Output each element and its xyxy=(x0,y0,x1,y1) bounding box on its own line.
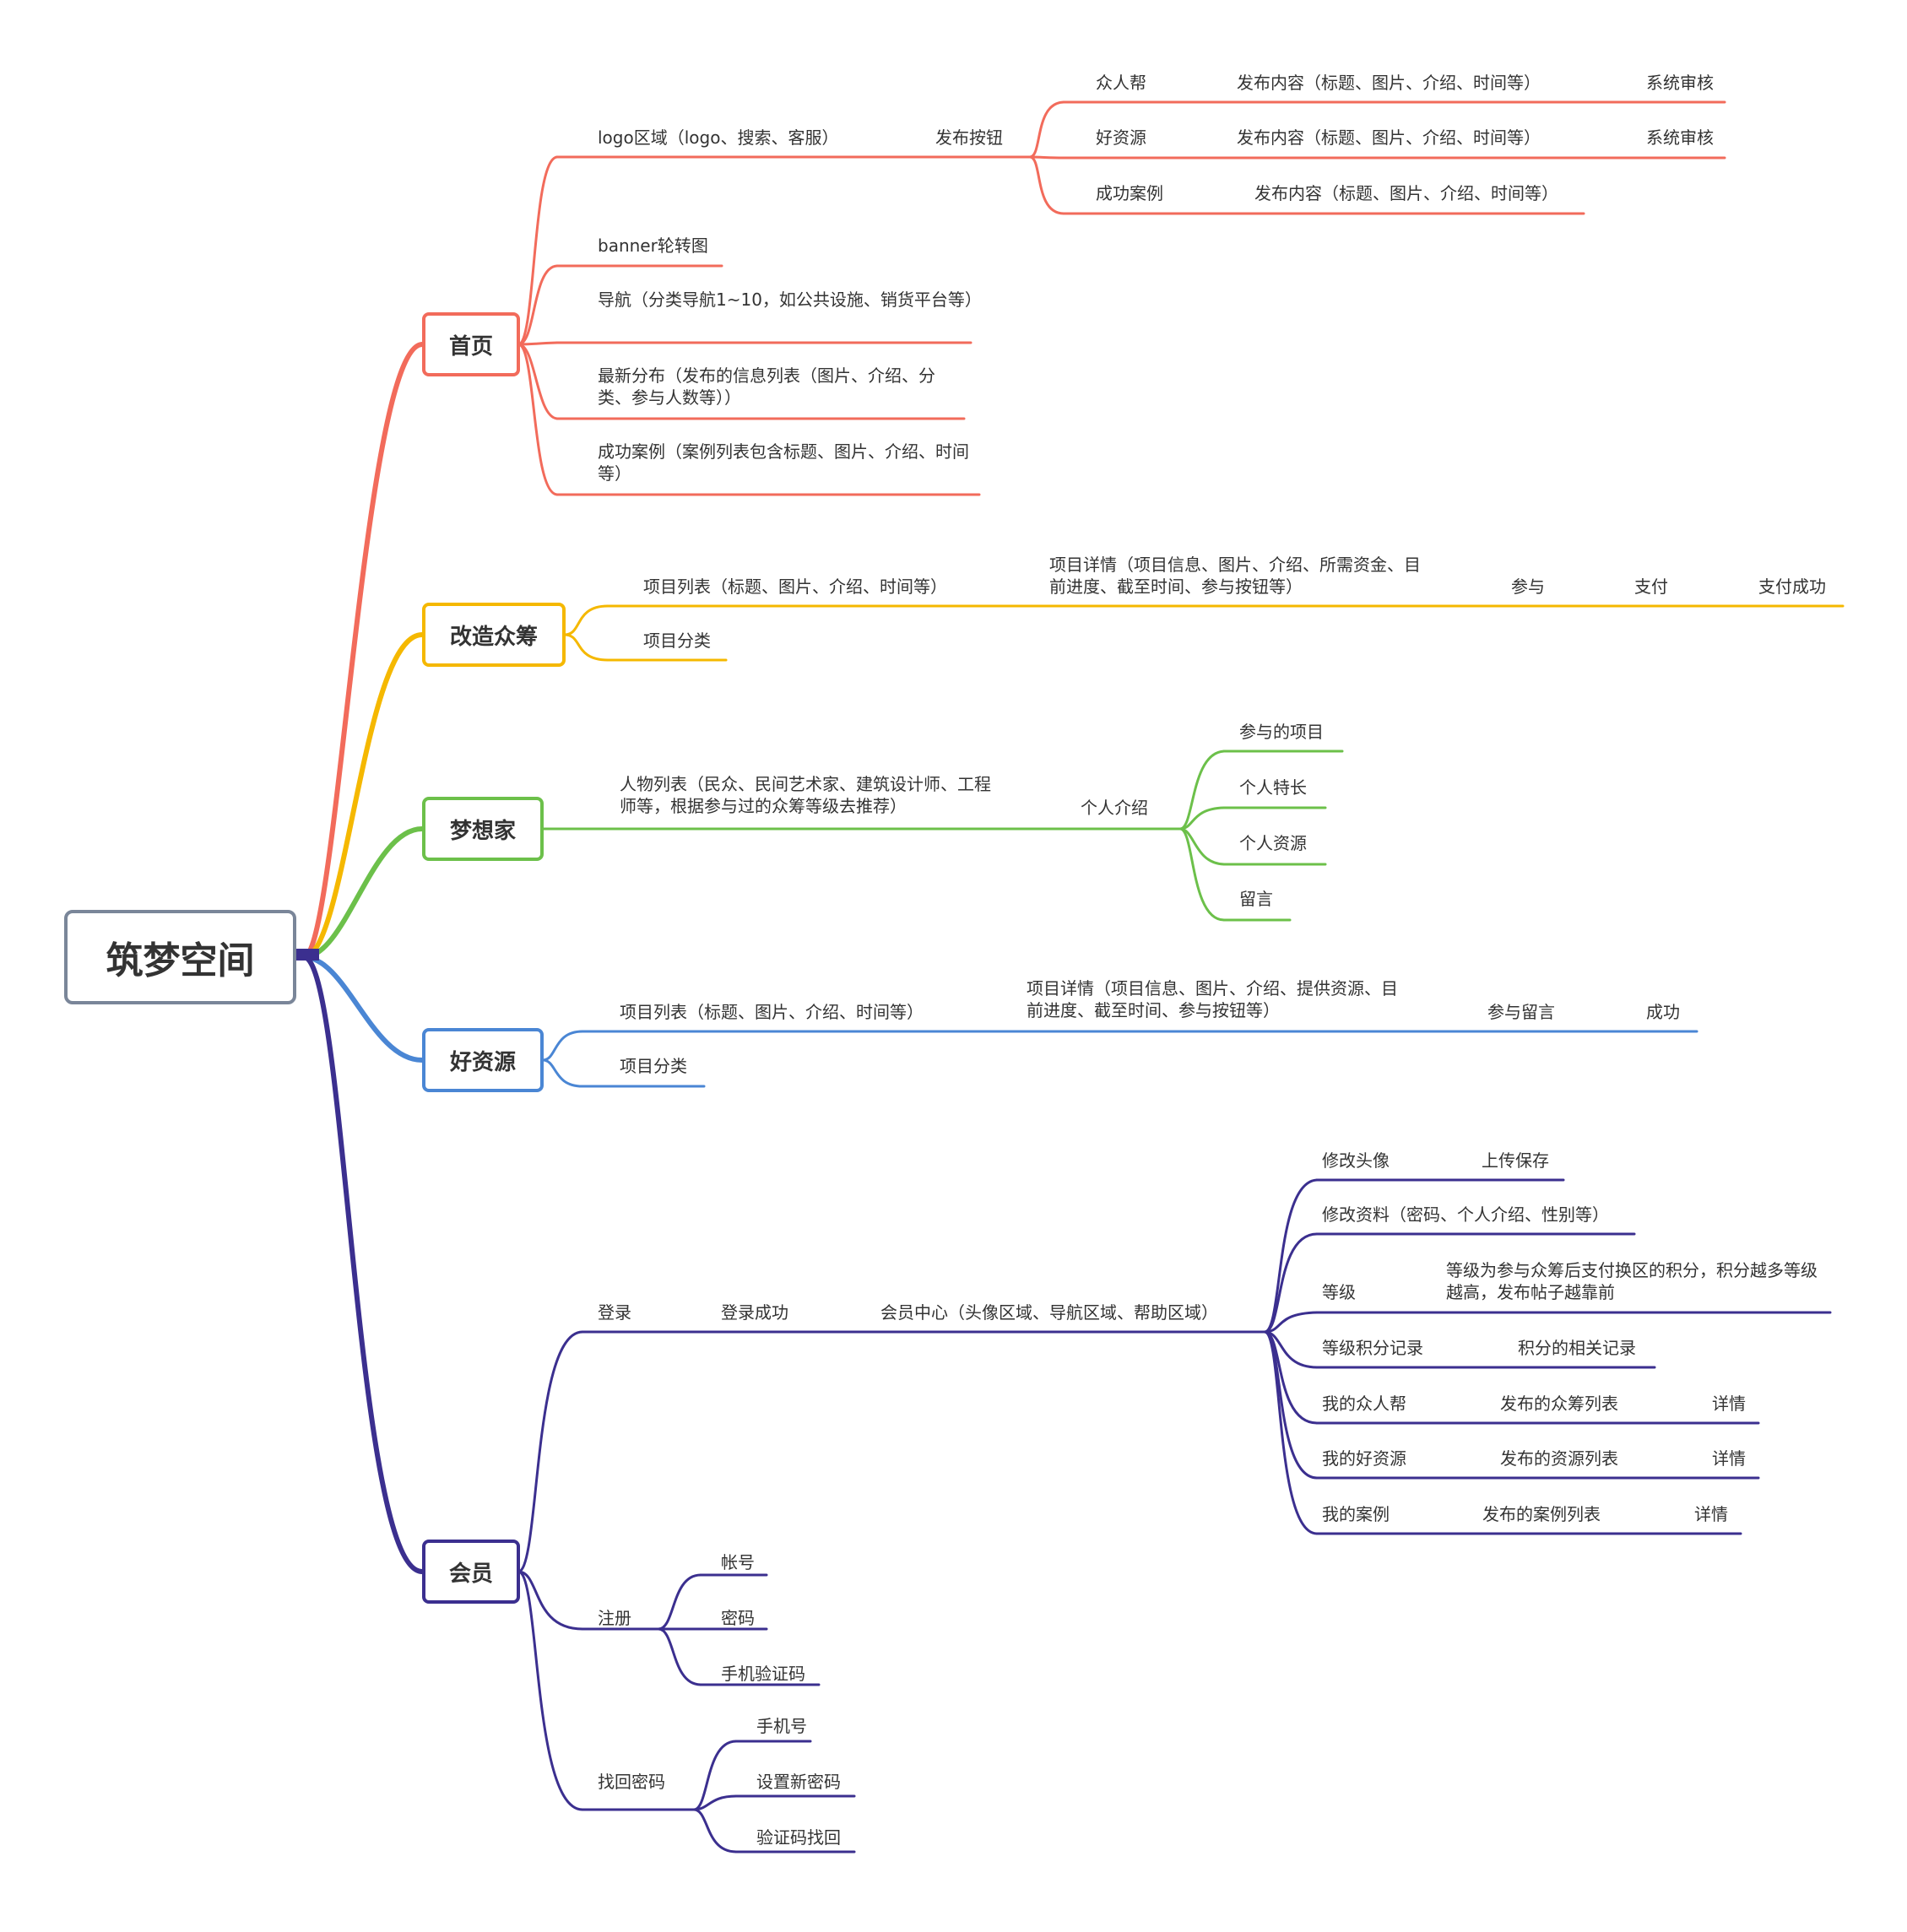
member-my-help[interactable]: 我的众人帮 xyxy=(1322,1394,1406,1414)
resource-connectors xyxy=(301,955,1698,1088)
home-banner[interactable]: banner轮转图 xyxy=(598,235,708,256)
home-navigation[interactable]: 导航（分类导航1~10，如公共设施、销货平台等） xyxy=(598,290,982,310)
member-level-desc: 等级为参与众筹后支付换区的积分，积分越多等级越高，发布帖子越靠前 xyxy=(1446,1260,1818,1302)
register-item[interactable]: 密码 xyxy=(721,1608,755,1628)
home-logo-area[interactable]: logo区域（logo、搜索、客服） xyxy=(598,127,839,148)
crowd-pay[interactable]: 支付 xyxy=(1634,576,1668,597)
crowd-project-detail[interactable]: 项目详情（项目信息、图片、介绍、所需资金、目前进度、截至时间、参与按钮等） xyxy=(1049,555,1421,597)
pub-item-name[interactable]: 众人帮 xyxy=(1096,73,1146,93)
branch-resources[interactable]: 好资源 xyxy=(422,1028,544,1092)
res-comment[interactable]: 参与留言 xyxy=(1487,1002,1555,1022)
crowd-pay-success[interactable]: 支付成功 xyxy=(1758,576,1826,597)
member-detail[interactable]: 详情 xyxy=(1712,1448,1746,1469)
crowd-project-list[interactable]: 项目列表（标题、图片、介绍、时间等） xyxy=(643,576,947,597)
root-connector-stub xyxy=(295,949,319,961)
crowd-category[interactable]: 项目分类 xyxy=(643,630,711,651)
member-my-cases[interactable]: 我的案例 xyxy=(1322,1504,1390,1524)
member-edit-avatar[interactable]: 修改头像 xyxy=(1322,1150,1390,1171)
recover-item[interactable]: 设置新密码 xyxy=(756,1772,841,1792)
dream-personal-intro[interactable]: 个人介绍 xyxy=(1081,798,1148,818)
register-item[interactable]: 帐号 xyxy=(721,1552,755,1572)
register-item[interactable]: 手机验证码 xyxy=(721,1664,805,1684)
member-login-success[interactable]: 登录成功 xyxy=(721,1302,788,1323)
pub-item-content[interactable]: 发布内容（标题、图片、介绍、时间等） xyxy=(1237,127,1541,148)
member-my-help-list[interactable]: 发布的众筹列表 xyxy=(1500,1394,1618,1414)
home-latest[interactable]: 最新分布（发布的信息列表（图片、介绍、分类、参与人数等）） xyxy=(598,365,935,408)
member-edit-profile[interactable]: 修改资料（密码、个人介绍、性别等） xyxy=(1322,1204,1609,1225)
recover-item[interactable]: 验证码找回 xyxy=(756,1827,841,1848)
home-success-cases[interactable]: 成功案例（案例列表包含标题、图片、介绍、时间等） xyxy=(598,441,969,484)
home-connectors xyxy=(301,100,1726,960)
dream-connectors xyxy=(301,750,1344,960)
member-my-resources-list[interactable]: 发布的资源列表 xyxy=(1500,1448,1618,1469)
recover-item[interactable]: 手机号 xyxy=(756,1716,807,1736)
res-success[interactable]: 成功 xyxy=(1646,1002,1680,1022)
dream-intro-item[interactable]: 留言 xyxy=(1239,889,1273,909)
member-detail[interactable]: 详情 xyxy=(1712,1394,1746,1414)
res-project-list[interactable]: 项目列表（标题、图片、介绍、时间等） xyxy=(620,1002,924,1022)
home-publish-button[interactable]: 发布按钮 xyxy=(935,127,1003,148)
dream-people-list[interactable]: 人物列表（民众、民间艺术家、建筑设计师、工程师等，根据参与过的众筹等级去推荐） xyxy=(620,774,991,816)
member-level[interactable]: 等级 xyxy=(1322,1282,1356,1302)
pub-item-review[interactable]: 系统审核 xyxy=(1646,73,1714,93)
member-recover-password[interactable]: 找回密码 xyxy=(598,1772,665,1792)
member-my-cases-list[interactable]: 发布的案例列表 xyxy=(1482,1504,1601,1524)
branch-home[interactable]: 首页 xyxy=(422,312,520,376)
dream-intro-item[interactable]: 个人特长 xyxy=(1239,777,1307,798)
crowd-join[interactable]: 参与 xyxy=(1511,576,1545,597)
dream-intro-item[interactable]: 个人资源 xyxy=(1239,833,1307,853)
member-register[interactable]: 注册 xyxy=(598,1608,631,1628)
member-detail[interactable]: 详情 xyxy=(1694,1504,1728,1524)
pub-item-content[interactable]: 发布内容（标题、图片、介绍、时间等） xyxy=(1254,183,1558,203)
pub-item-review[interactable]: 系统审核 xyxy=(1646,127,1714,148)
branch-crowd[interactable]: 改造众筹 xyxy=(422,603,566,667)
member-my-resources[interactable]: 我的好资源 xyxy=(1322,1448,1406,1469)
root-node[interactable]: 筑梦空间 xyxy=(64,910,296,1004)
member-points-desc[interactable]: 积分的相关记录 xyxy=(1518,1338,1636,1358)
member-points-record[interactable]: 等级积分记录 xyxy=(1322,1338,1423,1358)
pub-item-name[interactable]: 好资源 xyxy=(1096,127,1146,148)
crowd-connectors xyxy=(301,604,1845,960)
res-category[interactable]: 项目分类 xyxy=(620,1056,687,1076)
dream-intro-item[interactable]: 参与的项目 xyxy=(1239,722,1324,742)
member-upload-save[interactable]: 上传保存 xyxy=(1482,1150,1549,1171)
branch-dream[interactable]: 梦想家 xyxy=(422,797,544,861)
pub-item-name[interactable]: 成功案例 xyxy=(1096,183,1163,203)
res-project-detail[interactable]: 项目详情（项目信息、图片、介绍、提供资源、目前进度、截至时间、参与按钮等） xyxy=(1027,978,1398,1020)
branch-member[interactable]: 会员 xyxy=(422,1540,520,1604)
member-connectors xyxy=(301,955,1832,1854)
member-login[interactable]: 登录 xyxy=(598,1302,631,1323)
member-center[interactable]: 会员中心（头像区域、导航区域、帮助区域） xyxy=(880,1302,1218,1323)
pub-item-content[interactable]: 发布内容（标题、图片、介绍、时间等） xyxy=(1237,73,1541,93)
